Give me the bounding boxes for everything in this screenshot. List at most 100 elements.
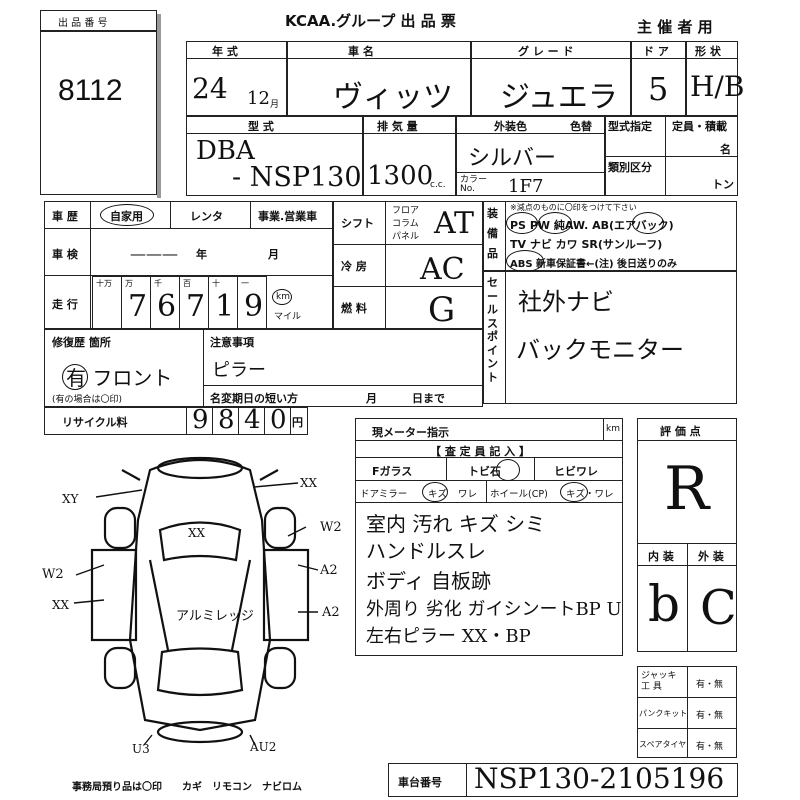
aircon-label: 冷 房 xyxy=(341,260,367,273)
glass-label: Fガラス xyxy=(372,465,413,478)
meter-line xyxy=(355,440,623,441)
mileage-digit: 7 xyxy=(186,289,206,324)
history-business: 事業.営業車 xyxy=(258,210,318,223)
exterior-color-value: シルバー xyxy=(468,146,557,171)
score-head-line xyxy=(637,440,737,441)
chassis-label: 車台番号 xyxy=(398,776,442,789)
score-split xyxy=(687,543,688,652)
history-private-circle xyxy=(100,204,154,226)
inspection-label: 車 検 xyxy=(52,248,78,261)
history-label: 車 歴 xyxy=(52,210,78,223)
fuel-label: 燃 料 xyxy=(341,302,367,315)
interior-value: b xyxy=(648,575,681,633)
car-name-label: 車 名 xyxy=(348,45,374,58)
crack-label: ヒビワレ xyxy=(554,465,598,478)
shift-floor: フロア xyxy=(392,206,420,216)
name-change-day: 日まで xyxy=(412,392,445,405)
row2-sep1 xyxy=(362,116,364,196)
name-change-line xyxy=(203,385,483,386)
row1-sep3 xyxy=(630,41,632,116)
recycle-digit: 8 xyxy=(218,405,235,435)
name-change-month: 月 xyxy=(366,392,377,405)
mileage-unit-label: 一 xyxy=(241,279,249,288)
mirror-sep xyxy=(486,480,487,502)
inspector-entry-label: 【 査 定 員 記 入 】 xyxy=(430,445,530,458)
tobi-label: トビ石 xyxy=(468,465,501,478)
mile-unit: マイル xyxy=(274,312,302,322)
equip-row3: ABS 新車保証書←(注) 後日送りのみ xyxy=(510,259,678,270)
history-line1 xyxy=(44,228,333,229)
map-mark-10: AU2 xyxy=(250,740,277,754)
mileage-unit-label: 万 xyxy=(125,279,133,288)
history-sep1 xyxy=(170,201,171,228)
assessor-block xyxy=(355,418,623,656)
lot-number-label: 出 品 番 号 xyxy=(58,18,108,29)
meter-unit-sep xyxy=(603,418,604,440)
recycle-block xyxy=(44,407,308,435)
equip-ab-circle xyxy=(632,212,664,234)
assessor-note-1: 室内 汚れ キズ シミ xyxy=(366,512,546,536)
score-value: R xyxy=(664,454,710,524)
scratch2-label: キズ・ワレ xyxy=(566,489,614,500)
assessor-note-4: 外周り 劣化 ガイシンートBP U xyxy=(366,599,622,620)
row1-sep4 xyxy=(685,41,687,116)
sales-points-label: セールスポイント xyxy=(487,276,498,384)
mirror-line xyxy=(355,502,623,503)
aircon-value: AC xyxy=(420,252,465,287)
year-label: 年 式 xyxy=(212,45,238,58)
lot-box-shadow-right xyxy=(157,14,161,198)
equip-label-col xyxy=(505,201,506,271)
recycle-digit-cell: 0 xyxy=(264,405,291,435)
glass-sep1 xyxy=(446,457,447,480)
mileage-unit-label: 千 xyxy=(154,279,162,288)
chassis-number: NSP130-2105196 xyxy=(474,762,725,795)
assessor-note-3: ボディ 自板跡 xyxy=(366,569,491,593)
map-center-note: アルミレッジ xyxy=(176,609,254,624)
recycle-digit: 4 xyxy=(244,405,261,435)
tobi-circle xyxy=(496,459,520,481)
lot-number-box xyxy=(40,10,157,195)
repair-yes-circle xyxy=(62,364,88,390)
repair-block xyxy=(44,329,483,407)
exterior-label: 外 装 xyxy=(698,550,724,563)
equip-pw-circle xyxy=(538,212,572,234)
row2-sep2 xyxy=(455,116,457,196)
capacity-label: 定員・積載 xyxy=(672,120,727,133)
jack-yes-no: 有・無 xyxy=(696,680,724,690)
sales-point-2: バックモニター xyxy=(516,336,684,364)
row2-header-line xyxy=(186,133,604,134)
inspection-month: 月 xyxy=(268,248,279,261)
displacement-value: 1300 xyxy=(367,161,434,191)
entry-line xyxy=(355,457,623,458)
mileage-digit: 1 xyxy=(215,289,235,324)
crack2-label: ワレ xyxy=(458,489,478,500)
displacement-label: 排 気 量 xyxy=(377,120,418,133)
map-mark-8: A2 xyxy=(322,605,340,620)
meter-unit: km xyxy=(606,424,620,434)
equip-row2: TV ナビ カワ SR(サンルーフ) xyxy=(510,238,663,251)
equip-note: ※減点のものに〇印をつけて下さい xyxy=(510,203,637,212)
lot-number: 8112 xyxy=(58,74,123,107)
wheel-label: ホイール(CP) xyxy=(490,489,548,500)
history-rental: レンタ xyxy=(190,210,223,223)
inspection-year: 年 xyxy=(196,248,207,261)
assessor-note-2: ハンドルスレ xyxy=(366,539,486,563)
shift-column: コラム xyxy=(392,219,419,229)
map-mark-3: XX xyxy=(188,526,206,540)
grade-value: ジュエラ xyxy=(500,80,618,115)
category-no-label: 類別区分 xyxy=(608,161,652,174)
map-mark-5: A2 xyxy=(320,563,338,578)
model-prefix-value: DBA xyxy=(196,136,255,166)
organizer-label: 主 催 者 用 xyxy=(637,18,713,36)
equip-label: 装 備 品 xyxy=(487,207,498,260)
color-change-label: 色替 xyxy=(570,120,592,133)
row1-header-line xyxy=(186,58,738,59)
tools-sep xyxy=(687,666,688,758)
color-no-value: 1F7 xyxy=(508,176,544,197)
chassis-sep xyxy=(466,763,467,797)
sales-label-col xyxy=(505,271,506,404)
sales-points-block xyxy=(483,271,737,404)
inspection-dash: ——— xyxy=(130,244,178,263)
map-mark-4: W2 xyxy=(320,520,342,535)
